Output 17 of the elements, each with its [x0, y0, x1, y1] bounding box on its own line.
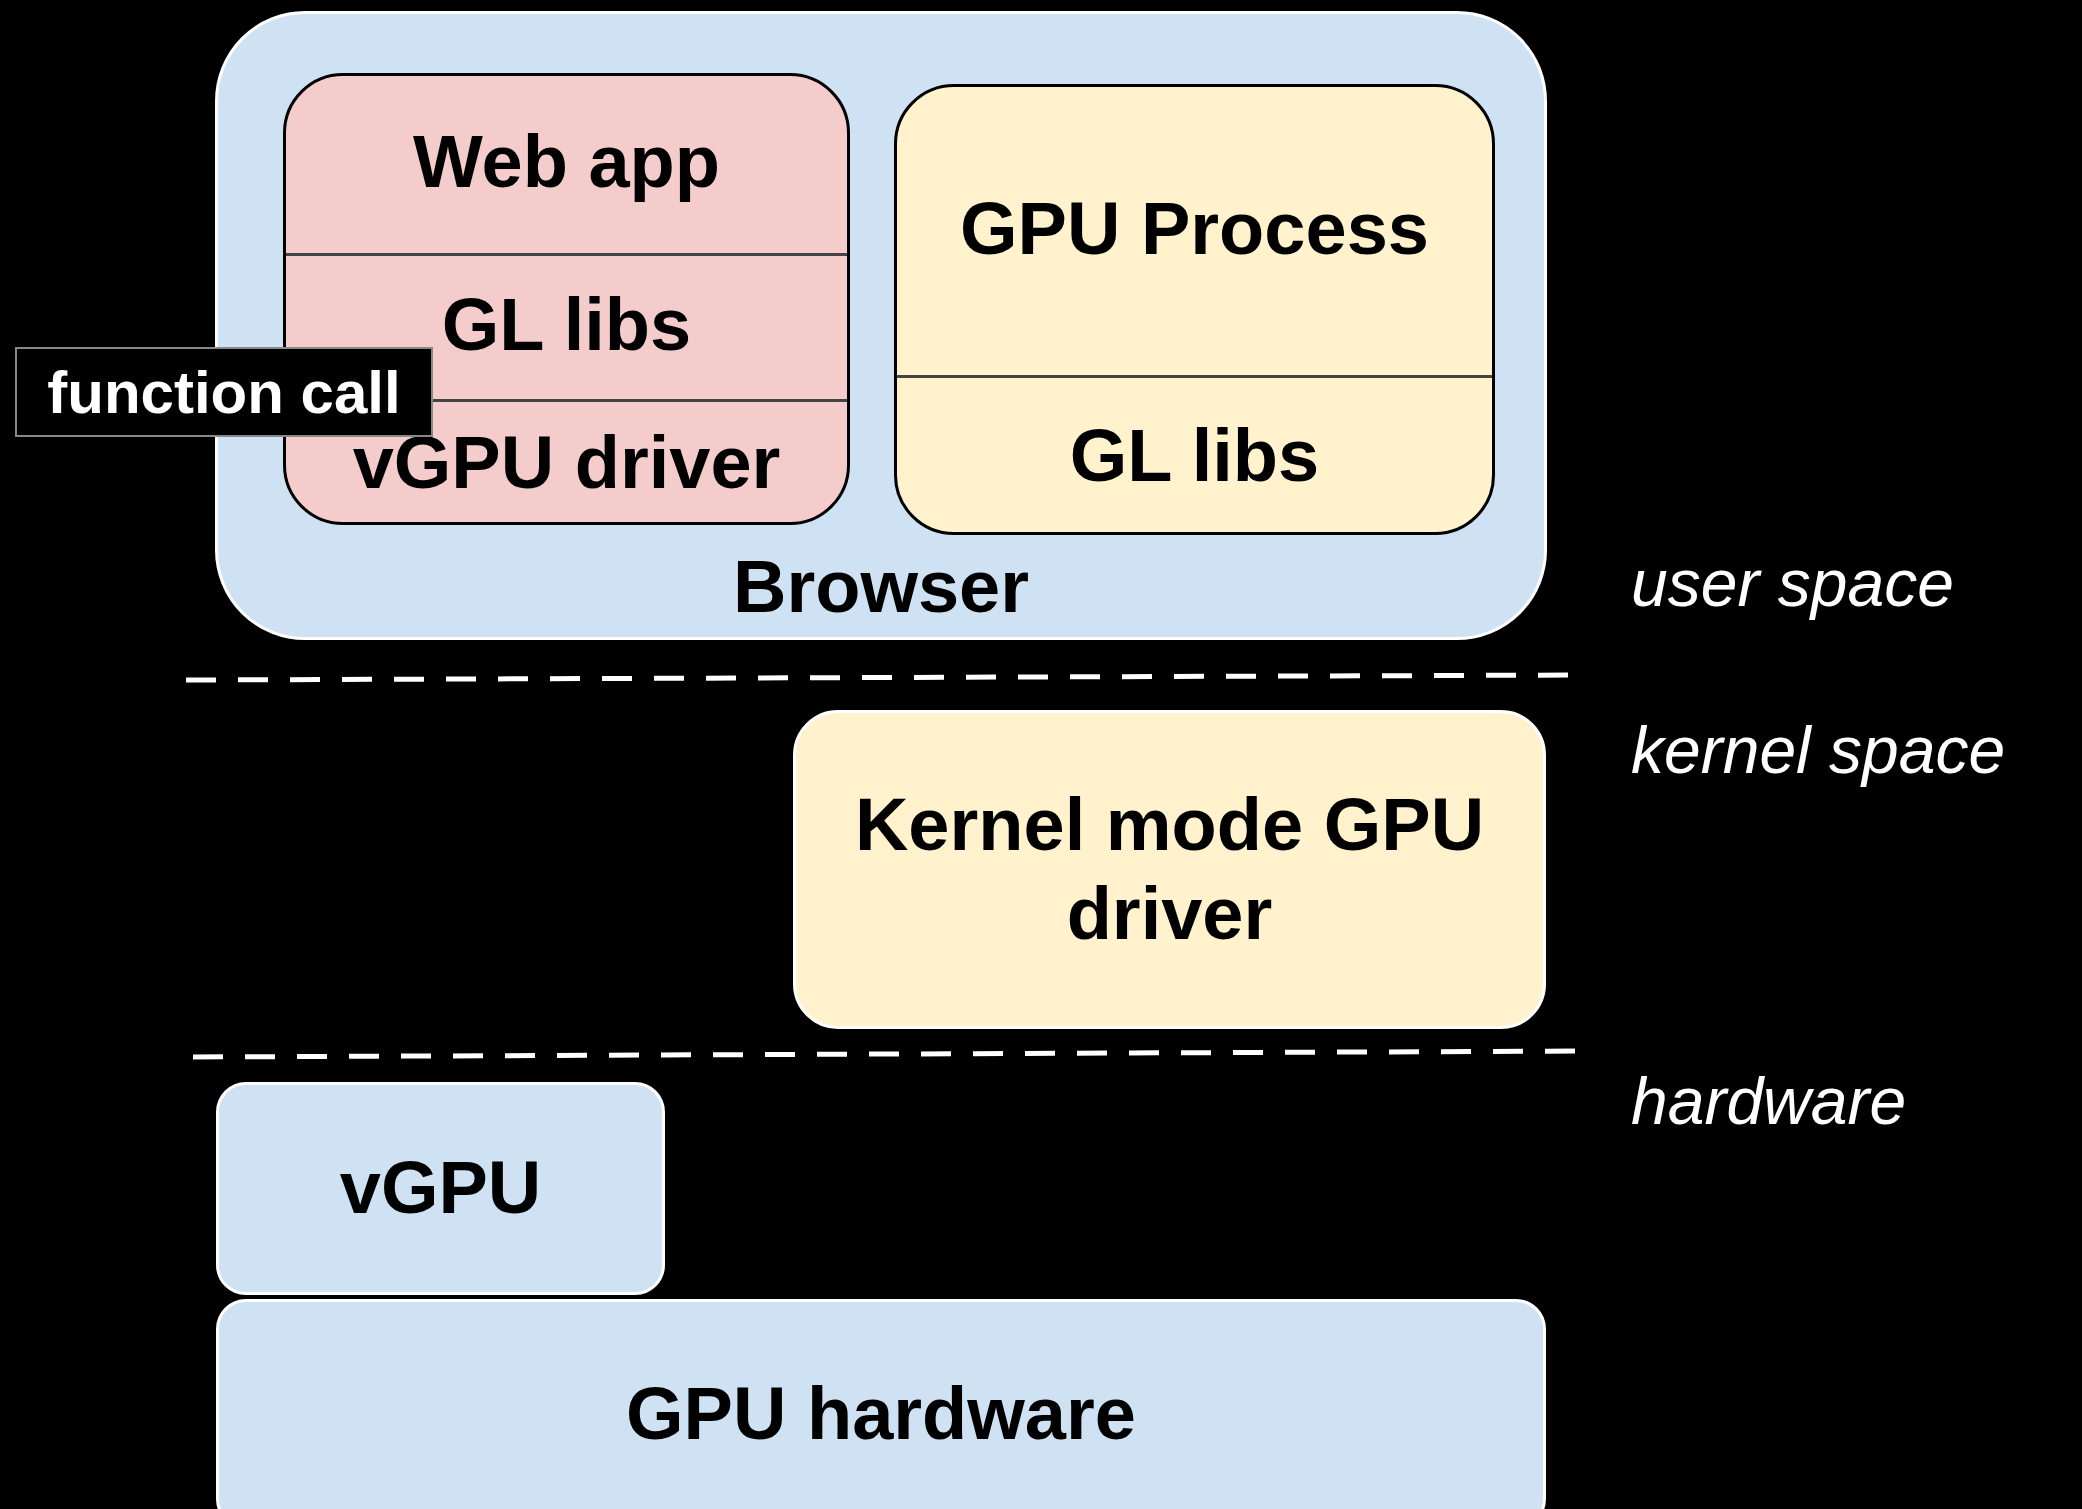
driver-box: [793, 710, 1546, 1029]
box-label: GL libs: [1069, 413, 1320, 498]
process-box: [283, 73, 850, 525]
box-label: GPU hardware: [626, 1370, 1136, 1457]
layer-label: kernel space: [1631, 712, 2006, 788]
process-box: [894, 84, 1495, 535]
callout-box: [15, 347, 433, 437]
box-label: GL libs: [441, 282, 692, 367]
box-label: GPU Process: [960, 185, 1429, 271]
box-label: Web app: [413, 119, 720, 204]
layer-label: user space: [1631, 545, 1954, 621]
hardware-box: [216, 1299, 1546, 1509]
container-label: Browser: [731, 543, 1031, 629]
box-label: Kernel mode GPU driver: [853, 781, 1486, 957]
layer-label: hardware: [1631, 1063, 1907, 1139]
hardware-box: [216, 1082, 665, 1295]
box-label: vGPU: [339, 1145, 542, 1232]
